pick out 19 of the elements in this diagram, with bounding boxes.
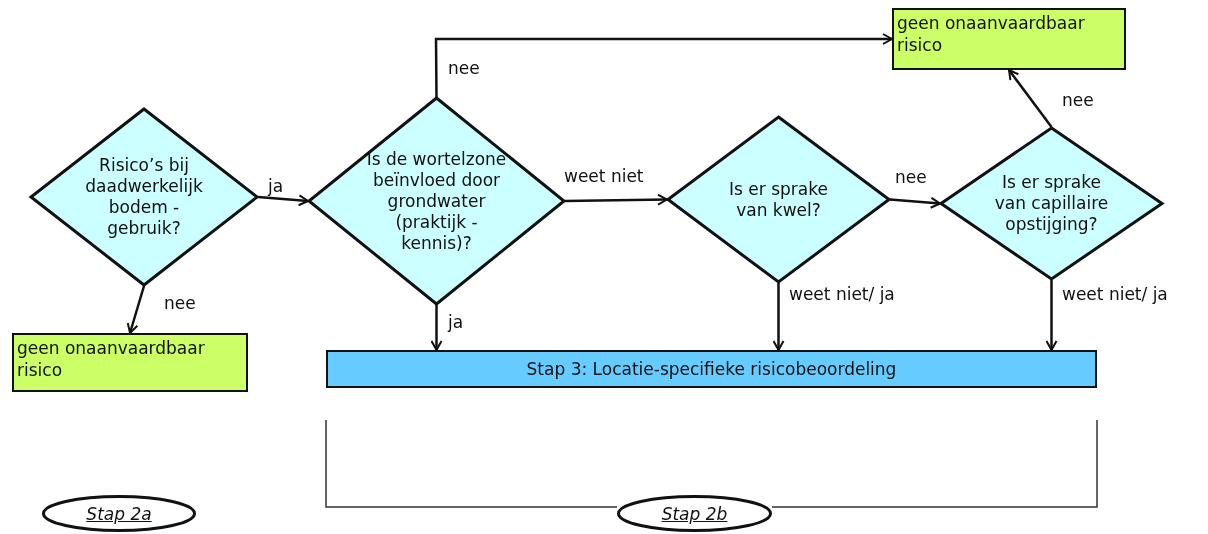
question-text: Is er sprake van kwel?	[728, 178, 829, 221]
arrow	[1045, 280, 1058, 351]
arrow	[772, 283, 785, 351]
step-label: Stap 2b	[661, 503, 728, 524]
arrow	[1008, 69, 1053, 128]
arrow	[889, 196, 941, 209]
edge-label: weet niet/ ja	[787, 284, 897, 304]
arrow	[257, 194, 309, 207]
process-bar: Stap 3: Locatie-specifieke risicobeoordeling	[326, 350, 1097, 388]
arrow	[430, 305, 443, 351]
arrow	[434, 33, 893, 97]
arrow	[126, 285, 146, 334]
question-text: Is er sprake van capillaire opstijging?	[993, 172, 1110, 235]
result-box: geen onaanvaardbaar risico	[12, 333, 248, 392]
result-box: geen onaanvaardbaar risico	[892, 8, 1126, 70]
arrow	[565, 193, 668, 206]
step-label: Stap 2a	[86, 503, 152, 524]
question-text: Risico’s bij daadwerkelijk bodem -gebruik?	[84, 155, 204, 239]
edge-label: weet niet/ ja	[1060, 284, 1170, 304]
